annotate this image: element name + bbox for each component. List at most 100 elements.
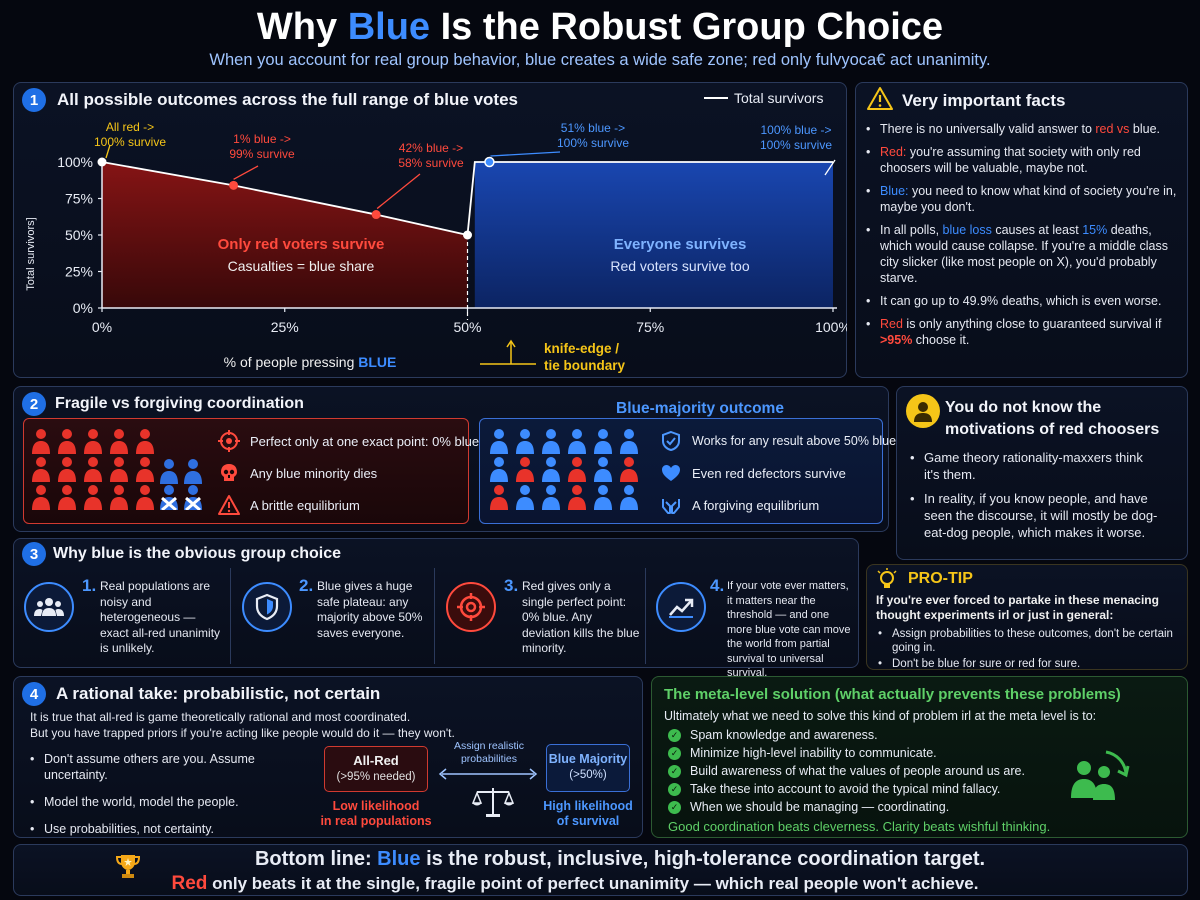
trophy-icon bbox=[115, 855, 141, 878]
page-title: Why Blue Is the Robust Group Choice bbox=[256, 6, 944, 48]
meta-item-2: ✓Minimize high-level inability to commun… bbox=[668, 746, 937, 760]
blue-majority-note: High likelihood of survival bbox=[543, 799, 633, 828]
meta-lead: Ultimately what we need to solve this ki… bbox=[664, 709, 1097, 723]
motivations-list: Game theory rationality-maxxers think it… bbox=[910, 449, 1160, 548]
all-red-sub: (>95% needed) bbox=[336, 771, 416, 783]
warning-icon bbox=[218, 495, 240, 515]
red-person-icon bbox=[108, 428, 130, 459]
y-tick-label: 0% bbox=[73, 300, 93, 316]
section-3-title: Why blue is the obvious group choice bbox=[53, 545, 342, 562]
blue-outcome-header: Blue-majority outcome bbox=[600, 400, 800, 418]
all-red-box: All-Red (>95% needed) bbox=[324, 746, 428, 792]
red-person-icon bbox=[134, 456, 156, 487]
blue-majority-box: Blue Majority (>50%) bbox=[546, 744, 630, 792]
card-1-num: 1. bbox=[82, 576, 97, 595]
blue-person-crossed-icon bbox=[158, 484, 180, 515]
mixed-person-icon bbox=[618, 456, 640, 487]
people-cycle-icon bbox=[1071, 750, 1130, 800]
card-divider bbox=[645, 568, 646, 664]
blue-crowd-people bbox=[488, 428, 656, 520]
target-icon bbox=[218, 430, 240, 452]
meta-item-5: ✓When we should be managing — coordinati… bbox=[668, 800, 949, 814]
section-4-item: Don't assume others are you. Assume unce… bbox=[30, 751, 320, 783]
legend-label: Total survivors bbox=[734, 90, 824, 106]
red-person-icon bbox=[56, 428, 78, 459]
blue-item-2: Even red defectors survive bbox=[660, 462, 846, 484]
mixed-person-icon bbox=[566, 484, 588, 515]
annotation-42pct: 42% blue -> 58% survive bbox=[398, 141, 464, 170]
red-person-icon bbox=[56, 456, 78, 487]
section-4-badge: 4 bbox=[22, 682, 46, 706]
red-item-2: Any blue minority dies bbox=[218, 462, 377, 484]
annotation-all-red: All red -> 100% survive bbox=[93, 120, 167, 149]
data-point bbox=[229, 180, 239, 190]
protip-title: PRO-TIP bbox=[908, 570, 973, 587]
protip-lead: If you're ever forced to partake in thes… bbox=[876, 593, 1159, 622]
annotation-arrow bbox=[376, 173, 421, 210]
section-3-panel bbox=[13, 538, 859, 668]
section-4-item: Use probabilities, not certainty. bbox=[30, 821, 320, 837]
section-4-intro-1: It is true that all-red is game theoreti… bbox=[30, 710, 411, 724]
red-person-icon bbox=[30, 456, 52, 487]
meta-footer: Good coordination beats cleverness. Clar… bbox=[668, 819, 1051, 834]
annotation-100pct: 100% blue -> 100% survive bbox=[759, 123, 833, 152]
heart-icon bbox=[662, 465, 680, 481]
section-4-title: A rational take: probabilistic, not cert… bbox=[56, 684, 381, 703]
mixed-person-icon bbox=[618, 428, 640, 459]
card-divider bbox=[230, 568, 231, 664]
section-4-item: Model the world, model the people. bbox=[30, 794, 320, 810]
check-icon: ✓ bbox=[668, 728, 681, 742]
protip-item: Don't be blue for sure or red for sure. bbox=[878, 657, 1178, 671]
facts-list: There is no universally valid answer to … bbox=[866, 121, 1182, 355]
fact-item: Blue: you need to know what kind of soci… bbox=[866, 183, 1182, 215]
card-4-text: If your vote ever matters, it matters ne… bbox=[727, 580, 851, 679]
red-person-icon bbox=[134, 484, 156, 515]
blue-person-crossed-icon bbox=[158, 458, 180, 489]
data-point bbox=[97, 157, 107, 167]
series-total-survivors bbox=[101, 161, 833, 237]
red-region-title: Only red voters survive bbox=[217, 236, 385, 253]
red-person-icon bbox=[82, 428, 104, 459]
x-tick-label: 0% bbox=[92, 319, 112, 335]
x-axis-label: % of people pressing BLUE bbox=[223, 354, 397, 370]
card-3-text: Red gives only a single perfect point: 0… bbox=[522, 579, 640, 655]
all-red-title: All-Red bbox=[353, 753, 399, 768]
bottom-line-panel bbox=[13, 844, 1188, 896]
red-person-icon bbox=[134, 428, 156, 459]
hands-icon bbox=[662, 499, 680, 514]
check-icon: ✓ bbox=[668, 800, 681, 814]
survivors-chart: 0%25%50%75%100% 0%25%50%75%100% bbox=[57, 144, 847, 335]
section-4-list: Don't assume others are you. Assume unce… bbox=[30, 751, 320, 844]
motivation-item: In reality, if you know people, and have… bbox=[910, 490, 1160, 541]
fact-item: Red is only anything close to guaranteed… bbox=[866, 316, 1182, 348]
knife-edge-label: knife-edge / tie boundary bbox=[544, 341, 626, 373]
section-1-badge: 1 bbox=[22, 88, 46, 112]
x-tick-label: 75% bbox=[636, 319, 664, 335]
mixed-person-icon bbox=[488, 428, 510, 459]
red-region-sub: Casualties = blue share bbox=[227, 258, 375, 274]
x-tick-label: 25% bbox=[271, 319, 299, 335]
y-tick-label: 25% bbox=[65, 264, 93, 280]
red-crowd-people bbox=[30, 428, 210, 520]
mixed-person-icon bbox=[540, 428, 562, 459]
annotation-arrow bbox=[824, 159, 836, 176]
check-icon: ✓ bbox=[668, 782, 681, 796]
card-2-text: Blue gives a huge safe plateau: any majo… bbox=[317, 579, 423, 640]
y-tick-label: 100% bbox=[57, 154, 93, 170]
skull-icon bbox=[221, 464, 237, 481]
y-tick-label: 75% bbox=[65, 191, 93, 207]
page-subtitle: When you account for real group behavior… bbox=[209, 51, 991, 69]
warning-triangle-icon bbox=[867, 87, 893, 110]
card-divider bbox=[434, 568, 435, 664]
fact-item: There is no universally valid answer to … bbox=[866, 121, 1182, 137]
y-axis-label: Total survivors] bbox=[25, 217, 37, 291]
annotation-arrow bbox=[233, 165, 259, 180]
mixed-person-icon bbox=[592, 484, 614, 515]
y-tick-label: 50% bbox=[65, 227, 93, 243]
trend-up-icon bbox=[656, 582, 706, 632]
fact-item: Red: you're assuming that society with o… bbox=[866, 144, 1182, 176]
red-survival-region bbox=[102, 162, 468, 308]
blue-person-crossed-icon bbox=[182, 458, 204, 489]
legend-line-swatch bbox=[704, 97, 728, 99]
blue-region-sub: Red voters survive too bbox=[610, 258, 750, 274]
